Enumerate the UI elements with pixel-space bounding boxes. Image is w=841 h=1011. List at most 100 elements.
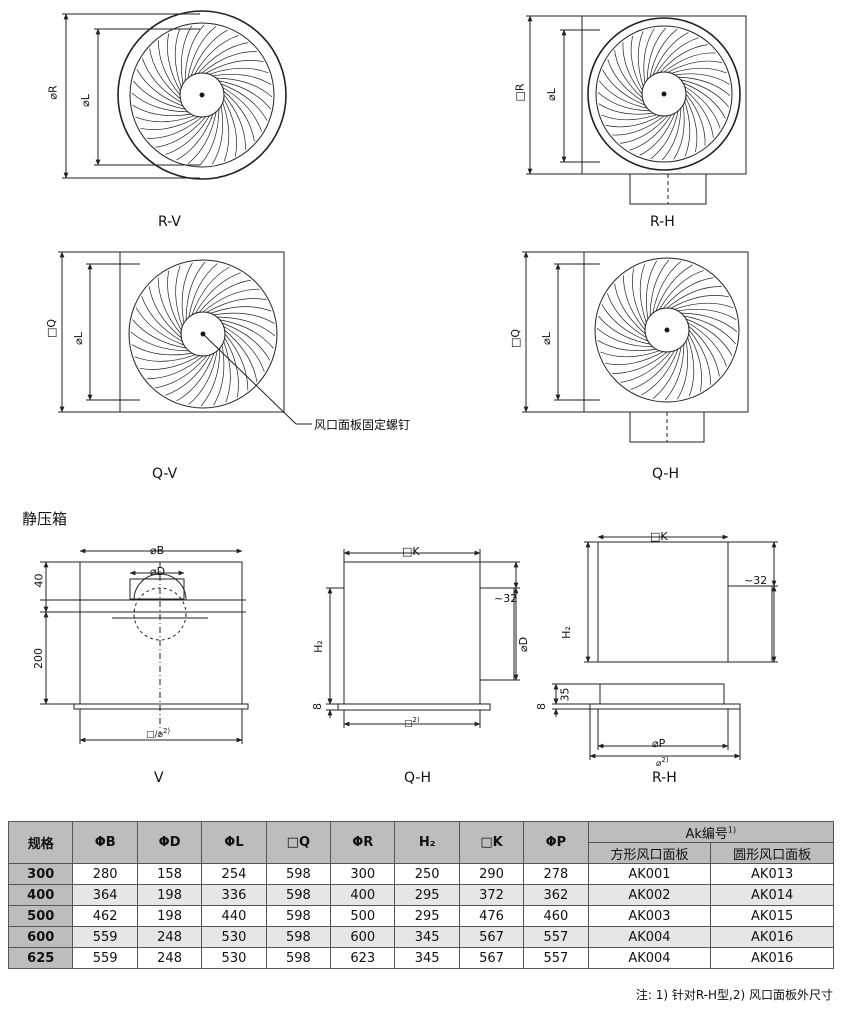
table-cell: 280 [72, 863, 138, 885]
table-cell: 254 [201, 863, 267, 885]
row-spec: 625 [7, 947, 74, 969]
ak-square-cell: AK004 [587, 926, 712, 948]
table-cell: 598 [265, 926, 332, 948]
header-ak-square: 方形风口面板 [587, 842, 712, 864]
table-cell: 557 [523, 947, 589, 969]
dim-rh-bottom: ⌀2) [656, 756, 669, 769]
header-ak: Ak编号1) [587, 821, 835, 843]
table-cell: 476 [458, 905, 525, 927]
dim-qh-outer: □Q [509, 328, 523, 349]
dim-rh-35: 35 [558, 687, 572, 702]
table-cell: 300 [330, 863, 396, 885]
ak-square-cell: AK003 [587, 905, 712, 927]
box-view-label-qh: Q-H [404, 770, 431, 786]
table-cell: 290 [458, 863, 525, 885]
table-cell: 295 [394, 884, 460, 906]
table-cell: 336 [201, 884, 267, 906]
table-cell: 623 [330, 947, 396, 969]
ak-round-cell: AK013 [710, 863, 834, 885]
table-cell: 362 [523, 884, 589, 906]
table-cell: 345 [394, 926, 460, 948]
header-spec: 规格 [7, 821, 74, 864]
diffuser-rh [587, 17, 741, 171]
table-cell: 559 [72, 947, 138, 969]
dim-v-bottom: □/⌀2) [146, 727, 171, 740]
dim-rh-inner: ⌀L [544, 88, 558, 101]
diffuser-rv [117, 10, 287, 180]
dim-qv-inner: ⌀L [71, 332, 85, 345]
footnote: 注: 1) 针对R-H型,2) 风口面板外尺寸 [635, 988, 833, 1002]
view-label-qv: Q-V [152, 466, 178, 482]
header-col-h2: H₂ [394, 821, 460, 864]
dim-v-d: ⌀D [150, 565, 166, 578]
dim-rh-p: ⌀P [652, 737, 666, 750]
dim-rh-k: □K [650, 530, 668, 543]
row-spec: 600 [7, 926, 74, 948]
row-spec: 400 [7, 884, 74, 906]
table-cell: 530 [201, 947, 267, 969]
table-cell: 295 [394, 905, 460, 927]
dim-qh-bottom-text: □ [404, 719, 413, 729]
table-cell: 158 [136, 863, 203, 885]
ak-square-cell: AK001 [587, 863, 712, 885]
dim-rh-32: ~32 [744, 574, 768, 587]
diffuser-qh [594, 257, 740, 403]
spec-table: 规格 ΦB ΦD ΦL □Q ΦR H₂ □K ΦP Ak编号1) 方形风口面板… [7, 821, 835, 969]
dim-v-40: 40 [32, 573, 46, 588]
table-cell: 198 [136, 884, 203, 906]
ak-round-cell: AK016 [710, 947, 834, 969]
dim-rv-outer: ⌀R [46, 85, 60, 100]
header-ak-round: 圆形风口面板 [710, 842, 834, 864]
table-cell: 598 [265, 863, 332, 885]
table-cell: 198 [136, 905, 203, 927]
header-col-k: □K [458, 821, 525, 864]
dim-qh-d: ⌀D [517, 636, 531, 653]
dim-qh-bottom: □2) [404, 716, 420, 729]
row-spec: 300 [7, 863, 74, 885]
table-cell: 440 [201, 905, 267, 927]
table-cell: 248 [136, 947, 203, 969]
table-cell: 462 [72, 905, 138, 927]
view-label-rh: R-H [650, 214, 675, 230]
header-col-l: ΦL [201, 821, 267, 864]
section-title: 静压箱 [22, 510, 68, 528]
box-view-label-rh: R-H [652, 770, 677, 786]
box-view-label-v: V [154, 770, 164, 786]
dim-v-b: ⌀B [150, 544, 165, 557]
table-cell: 567 [458, 947, 525, 969]
table-cell: 598 [265, 884, 332, 906]
header-col-d: ΦD [136, 821, 203, 864]
ak-square-cell: AK004 [587, 947, 712, 969]
table-cell: 345 [394, 947, 460, 969]
view-label-rv: R-V [158, 214, 181, 230]
dim-rh-8: 8 [535, 703, 548, 710]
table-cell: 600 [330, 926, 396, 948]
table-cell: 557 [523, 926, 589, 948]
dim-qh-8: 8 [311, 703, 324, 710]
ak-square-cell: AK002 [587, 884, 712, 906]
table-cell: 530 [201, 926, 267, 948]
table-cell: 278 [523, 863, 589, 885]
table-cell: 400 [330, 884, 396, 906]
dim-v-bottom-text: □/⌀ [146, 730, 163, 740]
header-ak-text: Ak编号 [685, 826, 728, 842]
dim-qh-h2: H₂ [311, 640, 325, 653]
table-cell: 460 [523, 905, 589, 927]
header-ak-sup: 1) [727, 825, 737, 835]
table-cell: 250 [394, 863, 460, 885]
table-cell: 598 [265, 905, 332, 927]
ak-round-cell: AK016 [710, 926, 834, 948]
dim-v-200: 200 [32, 648, 45, 669]
dim-qh-32: ~32 [494, 592, 518, 605]
ak-round-cell: AK015 [710, 905, 834, 927]
dim-qh-inner: ⌀L [539, 332, 553, 345]
table-cell: 567 [458, 926, 525, 948]
table-cell: 500 [330, 905, 396, 927]
header-col-q: □Q [265, 821, 332, 864]
dim-rh-outer: □R [513, 83, 527, 102]
